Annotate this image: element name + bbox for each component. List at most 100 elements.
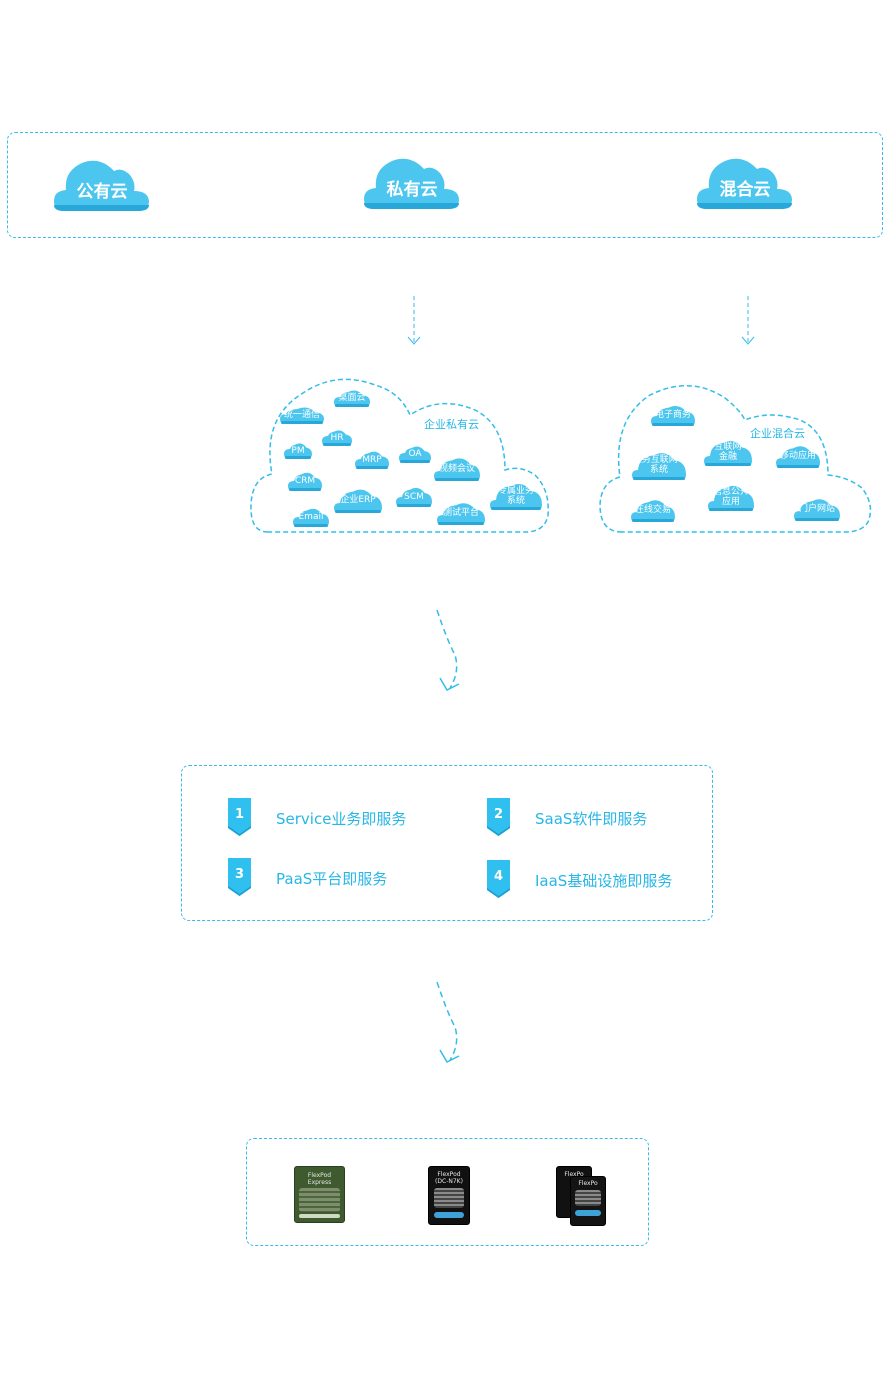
cloud-chip: OA [398,444,432,464]
cloud-chip-label: HR [330,432,344,443]
cloud-chip: 桌面云 [333,388,371,408]
device-label-line: FlexPod [307,1172,332,1179]
curved-arrow-2 [436,981,460,1063]
number-badge: 1 [228,798,251,836]
cloud-icon [322,430,352,446]
device-label-line: Express [307,1179,332,1186]
cloud-chip: 统一通信 [279,405,325,425]
cloud-icon [280,407,324,424]
cloud-chip-label: 视频会议 [438,463,475,474]
cloud-chip-label: 门户网站 [798,504,835,514]
cloud-icon [334,489,382,513]
service-item: 1 Service业务即服务 [228,798,468,838]
service-label: SaaS软件即服务 [535,810,648,828]
cloud-chip-label: Email [298,512,324,522]
cloud-icon [631,500,675,522]
cloud-chip: 电子商务 [650,403,696,427]
cloud-chip: 信息公开 应用 [707,482,755,512]
arrow-head-private [407,336,421,345]
badge-number: 3 [234,867,245,882]
flexpod-stack-device: FlexPo FlexPo [556,1166,608,1228]
service-item: 2 SaaS软件即服务 [487,798,727,838]
cloud-chip: 互联网 金融 [703,437,753,467]
private-cloud-title: 企业私有云 [424,418,479,431]
cloud-chip-label: 移动应用 [779,451,816,461]
cloud-chip: SCM [395,485,433,508]
services-panel [181,765,713,921]
cloud-chip-label: 测试平台 [442,508,479,518]
cloud-chip: 专属业务 系统 [489,480,543,511]
service-label: Service业务即服务 [276,810,407,828]
service-item: 4 IaaS基础设施即服务 [487,860,727,900]
cloud-chip-label: 互联网 金融 [714,442,742,462]
cloud-icon [434,458,480,481]
curved-arrow-1 [436,609,460,691]
cloud-icon [490,483,542,510]
cloud-chip: 门户网站 [793,496,841,522]
cloud-icon [288,472,322,491]
number-badge: 2 [487,798,510,836]
private-cloud-outline [250,378,549,533]
cloud-chip: 业务互联网+ 系统 [631,449,687,481]
cloud-icon [399,446,431,463]
cloud-chip-label: MRP [362,454,382,465]
cloud-chip: CRM [287,470,323,492]
cloud-chip: 视频会议 [433,455,481,482]
cloud-chip-label: 在线交易 [634,505,671,515]
arrow-head-hybrid [741,336,755,345]
cloud-chip: MRP [354,449,390,470]
cloud-icon [437,503,485,525]
cloud-icon [54,160,149,211]
cloud-chip: 在线交易 [630,497,676,523]
flexpod-dc-n7k-device: FlexPod (DC-N7K) [428,1166,470,1225]
cloud-chip-label: 电子商务 [654,410,691,420]
cloud-type-label: 混合云 [719,180,771,200]
number-badge: 3 [228,858,251,896]
cloud-chip-label: 业务互联网+ 系统 [632,455,686,475]
cloud-chip-label: 桌面云 [338,393,366,403]
hybrid-cloud-card: 混合云 [695,155,795,213]
badge-number: 4 [493,869,504,884]
cloud-chip-label: OA [408,449,422,459]
badge-number: 1 [234,807,245,822]
cloud-type-label: 公有云 [76,182,128,202]
cloud-chip-label: 专属业务 系统 [497,485,534,506]
cloud-icon [396,487,432,507]
device-label-line: (DC-N7K) [435,1178,463,1185]
cloud-icon [651,406,695,426]
cloud-icon [776,446,820,468]
number-badge: 4 [487,860,510,898]
device-label-line: FlexPod [437,1171,461,1178]
cloud-icon [355,451,389,469]
service-item: 3 PaaS平台即服务 [228,858,468,898]
hybrid-cloud-outline [599,385,872,533]
cloud-chip: Email [292,506,330,528]
hybrid-cloud-title: 企业混合云 [750,427,805,440]
cloud-chip: 企业ERP [333,486,383,514]
cloud-icon [632,453,686,480]
cloud-icon [334,390,370,407]
cloud-chip-label: SCM [404,491,424,502]
cloud-types-panel [7,132,883,238]
cloud-icon [284,443,312,459]
cloud-type-label: 私有云 [386,180,438,200]
cloud-chip-label: CRM [294,476,316,486]
cloud-chip: PM [283,441,313,460]
public-cloud-card: 公有云 [52,157,152,215]
flexpod-express-device: FlexPod Express [294,1166,345,1223]
cloud-icon [794,499,840,521]
cloud-icon [293,508,329,527]
private-cloud-card: 私有云 [362,155,462,213]
cloud-icon [697,158,792,209]
cloud-chip-label: 统一通信 [283,410,320,420]
cloud-chip: 测试平台 [436,500,486,526]
cloud-icon [364,158,459,209]
cloud-icon [708,485,754,511]
service-label: PaaS平台即服务 [276,870,388,888]
service-label: IaaS基础设施即服务 [535,872,673,890]
hardware-panel [246,1138,649,1246]
device-label-line: FlexPo [564,1171,584,1178]
badge-number: 2 [493,807,504,822]
cloud-chip: HR [321,428,353,447]
